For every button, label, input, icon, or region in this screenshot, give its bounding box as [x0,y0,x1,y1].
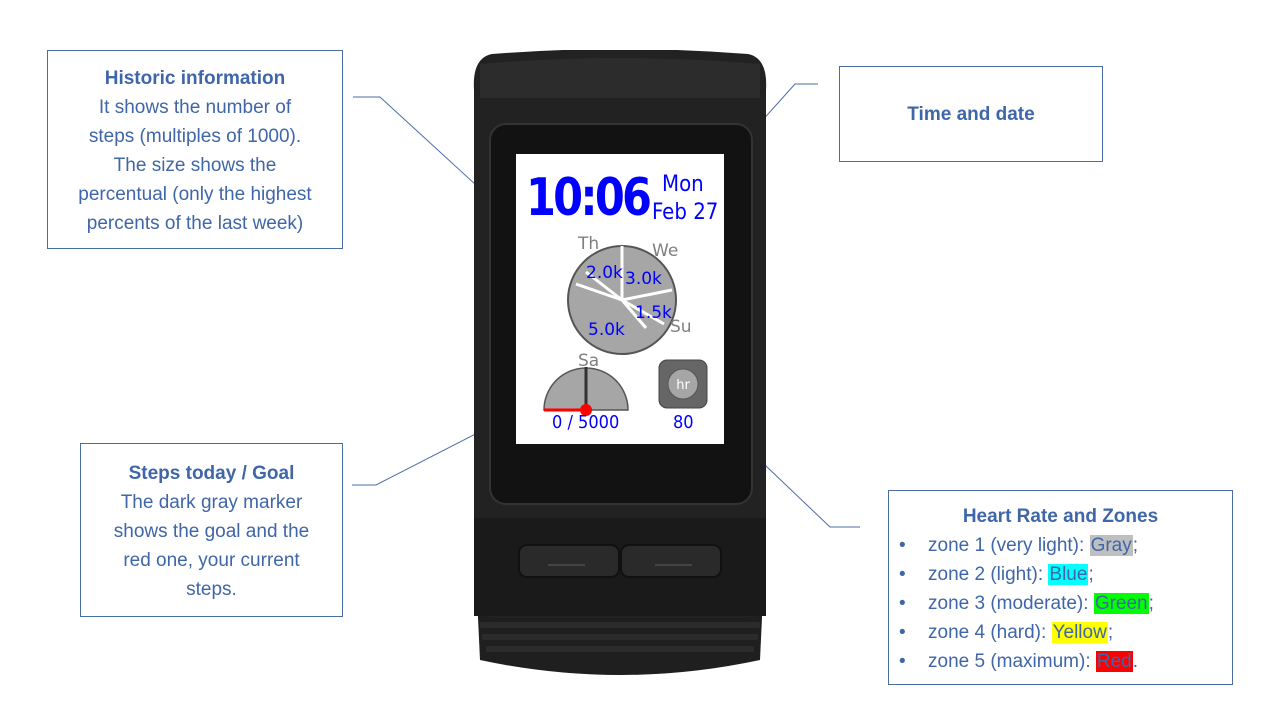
zone-item: • zone 2 (light): Blue; [889,560,1232,589]
watch-top-ridge [480,58,760,98]
annotation-line: shows the goal and the [113,521,310,542]
zone-list: • zone 1 (very light): Gray; • zone 2 (ligh… [889,531,1232,676]
pie-value-label: 3.0k [625,269,662,289]
zone-color-name: Blue [1048,564,1089,585]
hr-badge-label: hr [676,378,690,393]
steps-goal-gauge [543,367,629,416]
watch-weekday: Mon [662,172,704,197]
pie-value-label: 1.5k [635,303,672,323]
pie-value-label: 5.0k [588,320,625,340]
zone-suffix: ; [1107,622,1114,643]
annotation-title: Time and date [907,104,1035,125]
pie-day-label: Th [577,234,599,254]
annotation-time-and-date: Time and date [839,66,1103,162]
watch-date: Feb 27 [652,200,719,225]
watch-button-action [620,544,722,578]
annotation-line: percents of the last week) [86,213,304,234]
zone-label: zone 2 (light): [928,564,1049,585]
zone-item: • zone 1 (very light): Gray; [889,531,1232,560]
annotation-title: Historic information [104,68,286,89]
zone-suffix: ; [1148,593,1154,614]
annotation-line: red one, your current [123,550,300,571]
annotation-historic-information: Historic information It shows the number… [47,50,343,249]
heart-rate-readout: 80 [673,412,694,433]
pie-divider [620,299,648,329]
annotation-line: It shows the number of [98,97,292,118]
steps-today-readout: 0 / 5000 [552,412,620,433]
zone-suffix: ; [1088,564,1094,585]
pie-divider [585,270,623,302]
zone-item: • zone 3 (moderate): Green; [889,589,1232,618]
zone-label: zone 1 (very light): [928,535,1090,556]
annotation-line: The size shows the [113,155,277,176]
annotation-title: Steps today / Goal [128,463,295,484]
bullet-icon: • [899,564,906,585]
annotation-heart-rate-zones: Heart Rate and Zones • zone 1 (very light… [888,490,1233,685]
pie-day-label: Sa [578,351,599,371]
annotation-title: Heart Rate and Zones [962,506,1159,527]
annotation-line: percentual (only the highest [78,184,312,205]
pie-divider [575,282,623,302]
bullet-icon: • [899,622,906,643]
pie-divider [621,288,673,302]
pie-day-label: We [652,241,678,261]
heart-rate-zone-badge: hr [658,359,708,409]
annotation-line: steps (multiples of 1000). [88,126,302,147]
zone-color-name: Yellow [1051,622,1108,643]
zone-label: zone 5 (maximum): [928,651,1096,672]
bullet-icon: • [899,593,906,614]
watch-time: 10:06 [526,168,652,228]
zone-color-name: Gray [1089,535,1133,556]
pie-value-label: 2.0k [586,263,623,283]
zone-color-name: Red [1095,651,1133,672]
annotation-steps-goal: Steps today / Goal The dark gray marker … [80,443,343,617]
annotation-line: steps. [186,579,237,600]
annotation-line: The dark gray marker [120,492,303,513]
zone-color-name: Green [1093,593,1149,614]
step-history-pie: Th We Su Sa 2.0k 3.0k 1.5k 5.0k hr [543,234,708,416]
watch-strap-texture [480,622,760,652]
zone-suffix: ; [1132,535,1139,556]
watch-screen: 10:06 Mon Feb 27 Th We Su Sa 2.0k 3.0k 1… [516,154,724,444]
current-steps-marker [580,404,592,416]
bullet-icon: • [899,651,906,672]
pie-day-label: Su [670,317,692,337]
zone-item: • zone 4 (hard): Yellow; [889,618,1232,647]
zone-item: • zone 5 (maximum): Red. [889,647,1232,676]
zone-suffix: . [1132,651,1139,672]
pie-divider [621,298,665,326]
watch-button-back [518,544,620,578]
zone-label: zone 3 (moderate): [928,593,1094,614]
bullet-icon: • [899,535,906,556]
zone-label: zone 4 (hard): [928,622,1052,643]
